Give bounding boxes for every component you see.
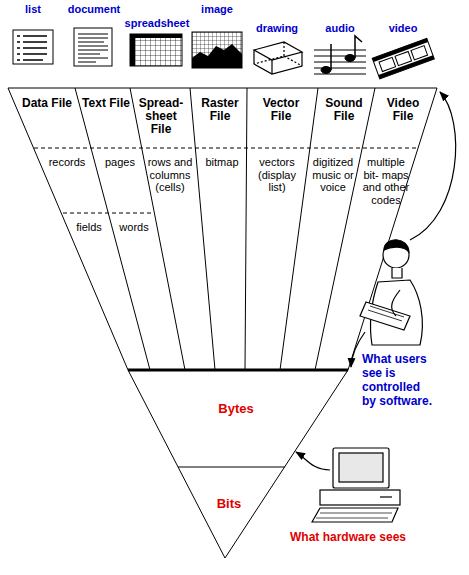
- file-type-heading: Data File: [19, 97, 75, 110]
- hardware-note: What hardware sees: [290, 531, 460, 544]
- file-type-heading: Raster File: [195, 97, 245, 123]
- structure-label: vectors (display list): [249, 156, 305, 194]
- icon-label: spreadsheet: [121, 17, 193, 30]
- structure-label: fields: [68, 221, 110, 234]
- icon-label: document: [64, 3, 124, 16]
- leader-curves: [296, 92, 456, 470]
- file-type-heading: Video File: [376, 97, 430, 123]
- audio-icon: [314, 36, 366, 74]
- file-type-heading: Vector File: [252, 97, 310, 123]
- structure-label: words: [113, 221, 155, 234]
- icon-label: drawing: [249, 22, 305, 35]
- file-type-heading: Text File: [81, 97, 131, 110]
- list-icon: [13, 30, 53, 64]
- icon-label: video: [378, 22, 428, 35]
- structure-label: multiple bit- maps and other codes: [360, 156, 412, 206]
- computer-figure: [312, 448, 400, 522]
- layer-label: Bits: [204, 497, 254, 510]
- structure-label: pages: [98, 156, 142, 169]
- file-type-heading: Spread- sheet File: [135, 97, 187, 136]
- raster-image-icon: [192, 32, 242, 68]
- structure-label: digitized music or voice: [308, 156, 358, 194]
- structure-label: bitmap: [199, 156, 245, 169]
- structure-label: rows and columns (cells): [145, 156, 195, 194]
- funnel-outline: [8, 88, 437, 558]
- file-type-heading: Sound File: [319, 97, 369, 123]
- user-note: What users see is controlled by software…: [362, 352, 436, 408]
- document-icon: [74, 28, 112, 66]
- icon-label: audio: [315, 22, 365, 35]
- user-figure: [360, 240, 422, 345]
- layer-label: Bytes: [206, 402, 266, 415]
- film-strip-icon: [372, 38, 434, 79]
- icon-label: list: [8, 3, 58, 16]
- vector-drawing-icon: [254, 42, 302, 74]
- icon-label: image: [192, 3, 242, 16]
- spreadsheet-icon: [130, 34, 182, 66]
- structure-label: records: [42, 156, 92, 169]
